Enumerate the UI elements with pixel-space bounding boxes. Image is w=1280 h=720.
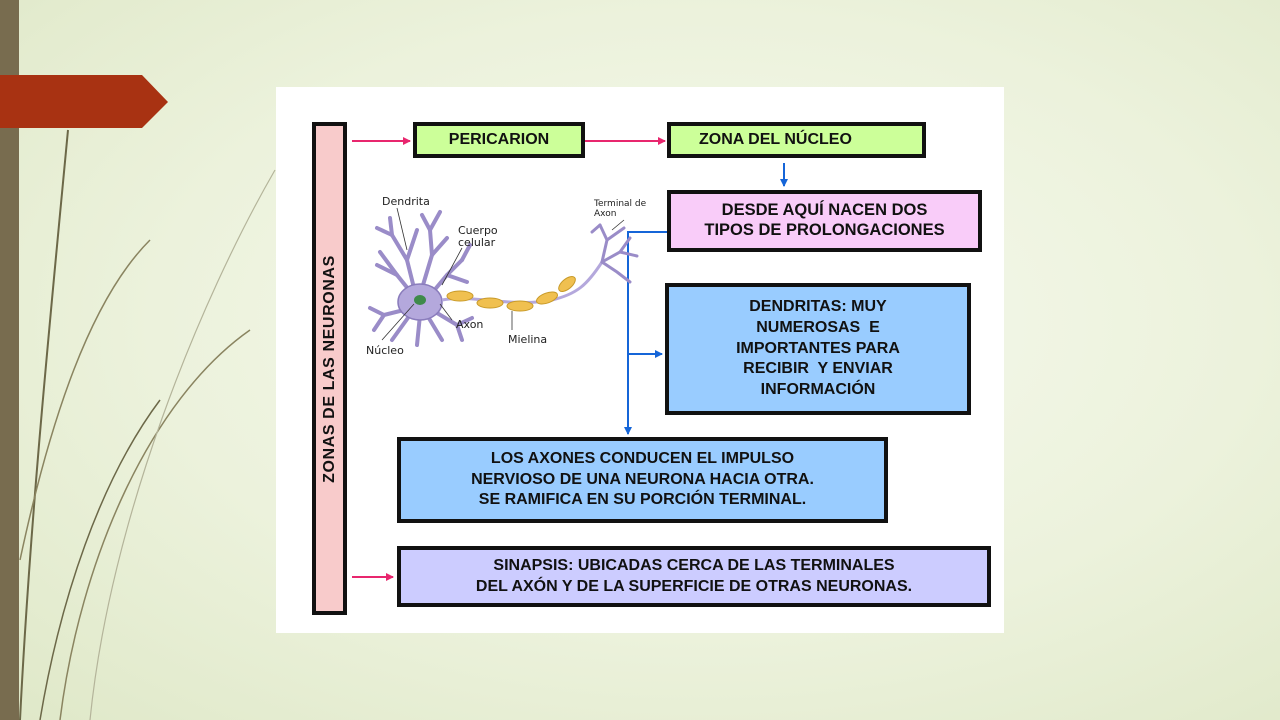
label-terminal-axon: Terminal de Axon bbox=[594, 199, 647, 219]
desde-aqui-line-2: TIPOS DE PROLONGACIONES bbox=[704, 221, 945, 239]
zona-nucleo-label: ZONA DEL NÚCLEO bbox=[699, 131, 852, 149]
zonas-neuronas-box: ZONAS DE LAS NEURONAS bbox=[312, 122, 347, 615]
label-axon: Axon bbox=[456, 318, 484, 331]
zona-nucleo-box: ZONA DEL NÚCLEO bbox=[667, 122, 926, 158]
nucleus-shape bbox=[414, 295, 426, 305]
dendritas-line-5: INFORMACIÓN bbox=[760, 381, 876, 399]
axon-terminal bbox=[590, 223, 639, 284]
sinapsis-box: SINAPSIS: UBICADAS CERCA DE LAS TERMINAL… bbox=[397, 546, 991, 607]
desde-aqui-line-1: DESDE AQUÍ NACEN DOS bbox=[721, 201, 928, 220]
zonas-neuronas-label: ZONAS DE LAS NEURONAS bbox=[320, 254, 338, 483]
axones-line-3: SE RAMIFICA EN SU PORCIÓN TERMINAL. bbox=[478, 491, 807, 509]
axones-line-1: LOS AXONES CONDUCEN EL IMPULSO bbox=[490, 449, 795, 467]
myelin-sheath bbox=[446, 276, 576, 312]
sinapsis-line-2: DEL AXÓN Y DE LA SUPERFICIE DE OTRAS NEU… bbox=[475, 577, 913, 595]
label-cuerpo-celular: Cuerpo celular bbox=[458, 224, 498, 250]
dendritas-line-3: IMPORTANTES PARA bbox=[736, 339, 900, 357]
label-nucleo: Núcleo bbox=[366, 344, 404, 357]
dendritas-line-1: DENDRITAS: MUY bbox=[749, 298, 887, 315]
left-accent-bar bbox=[0, 0, 19, 720]
pericarion-box: PERICARION bbox=[413, 122, 585, 158]
pericarion-label: PERICARION bbox=[448, 131, 550, 149]
dendritas-line-2: NUMEROSAS E bbox=[756, 318, 880, 336]
dendritas-line-4: RECIBIR Y ENVIAR bbox=[743, 360, 893, 378]
axones-box: LOS AXONES CONDUCEN EL IMPULSO NERVIOSO … bbox=[397, 437, 888, 523]
label-dendrita: Dendrita bbox=[382, 195, 430, 208]
dendritas-box: DENDRITAS: MUY NUMEROSAS E IMPORTANTES P… bbox=[665, 283, 971, 415]
neuron-illustration bbox=[368, 207, 639, 347]
desde-aqui-box: DESDE AQUÍ NACEN DOS TIPOS DE PROLONGACI… bbox=[667, 190, 982, 252]
axones-line-2: NERVIOSO DE UNA NEURONA HACIA OTRA. bbox=[471, 470, 814, 488]
label-mielina: Mielina bbox=[508, 333, 548, 346]
sinapsis-line-1: SINAPSIS: UBICADAS CERCA DE LAS TERMINAL… bbox=[493, 556, 895, 574]
slide-title-tab bbox=[0, 75, 168, 128]
label-pointers bbox=[381, 207, 625, 341]
decorative-curves bbox=[19, 129, 276, 720]
